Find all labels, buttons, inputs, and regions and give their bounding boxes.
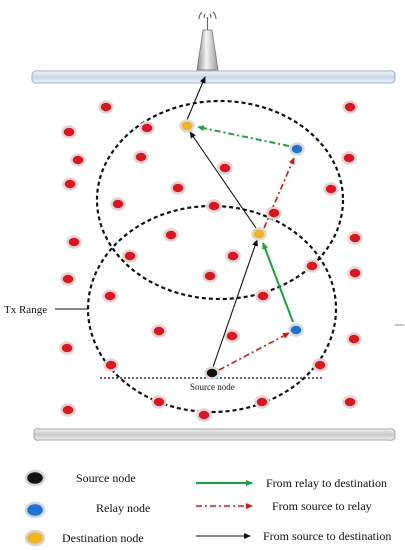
network-node — [254, 395, 270, 409]
network-node — [255, 289, 271, 303]
legend-destination-node-label: Destination node — [62, 531, 144, 545]
network-node — [102, 289, 118, 303]
legend-relay-node-label: Relay node — [96, 501, 150, 515]
network-node — [346, 332, 362, 346]
network-node — [60, 272, 76, 286]
destination-node-upper — [179, 119, 195, 133]
network-node — [59, 341, 75, 355]
network-node — [62, 177, 78, 191]
network-node — [122, 249, 138, 263]
network-node — [151, 395, 167, 409]
source-to-destination-arrow-2 — [189, 131, 257, 229]
network-node — [110, 197, 126, 211]
relay-to-destination-arrow-2 — [197, 125, 290, 147]
tx-range-circle-upper — [95, 99, 345, 301]
network-node — [217, 161, 233, 175]
network-node — [225, 249, 241, 263]
special-node-layer — [179, 119, 305, 380]
destination-node-middle — [251, 227, 267, 241]
network-node — [341, 151, 357, 165]
network-node — [60, 403, 76, 417]
relay-node-lower — [288, 323, 304, 337]
antenna-tower-icon — [196, 11, 219, 71]
network-node — [196, 408, 212, 422]
network-node — [224, 329, 240, 343]
network-node — [266, 206, 282, 220]
source-to-relay-arrow-1 — [218, 332, 290, 371]
network-node — [342, 100, 358, 114]
relay-to-destination-arrow-1 — [262, 242, 294, 323]
network-node — [70, 153, 86, 167]
network-node — [61, 125, 77, 139]
legend-source-node-label: Source node — [76, 471, 136, 485]
network-node — [151, 324, 167, 338]
tx-range-label: Tx Range — [4, 304, 47, 316]
network-node — [66, 235, 82, 249]
red-node-layer — [59, 100, 363, 422]
network-node — [323, 182, 339, 196]
top-boundary-bar — [31, 70, 396, 84]
source-node — [204, 366, 220, 380]
network-node — [304, 259, 320, 273]
legend-source-node-icon — [24, 469, 46, 487]
network-node — [312, 358, 328, 372]
network-node — [342, 395, 358, 409]
network-node — [133, 150, 149, 164]
legend-source-to-destination-label: From source to destination — [263, 529, 391, 543]
source-to-destination-arrow-1 — [211, 239, 258, 371]
network-node — [347, 266, 363, 280]
network-node — [98, 100, 114, 114]
legend-relay-to-destination-label: From relay to destination — [266, 476, 387, 490]
network-node — [103, 358, 119, 372]
network-node — [163, 228, 179, 242]
network-node — [202, 269, 218, 283]
legend: Source node Relay node Destination node … — [24, 469, 391, 547]
legend-destination-node-icon — [24, 529, 46, 547]
network-node — [347, 231, 363, 245]
legend-relay-node-icon — [24, 501, 46, 519]
source-node-caption: Source node — [190, 382, 235, 392]
network-node — [170, 181, 186, 195]
source-to-destination-arrow-3 — [186, 76, 206, 121]
source-to-relay-arrow-2 — [263, 157, 295, 229]
legend-source-to-relay-label: From source to relay — [272, 499, 372, 513]
network-node — [206, 199, 222, 213]
relay-node-upper — [289, 142, 305, 156]
network-node — [139, 121, 155, 135]
bottom-boundary-bar — [33, 428, 396, 441]
